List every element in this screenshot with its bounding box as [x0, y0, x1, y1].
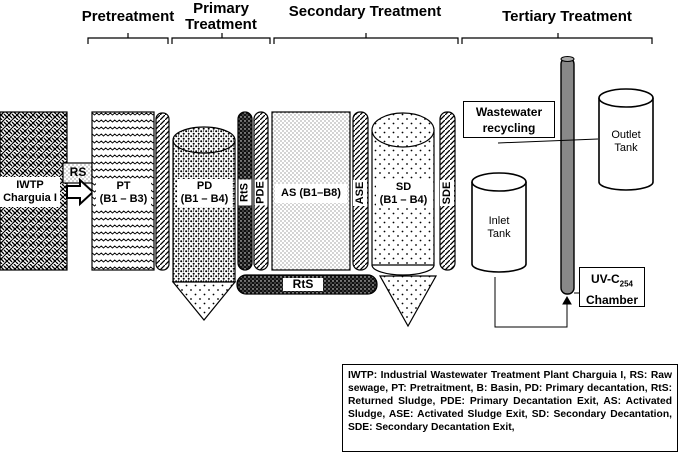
outlet-tank-label-line2: Tank	[614, 142, 638, 154]
stage-title-pretreatment: Pretreatment	[81, 8, 175, 25]
pt-label: PT (B1 – B3)	[96, 179, 151, 207]
outlet-tank-label-line1: Outlet	[611, 129, 641, 141]
outlet-tank	[598, 98, 654, 191]
rs-arrow	[66, 177, 95, 207]
inlet-tank-label-line2: Tank	[487, 228, 511, 240]
sd-cylinder-top	[371, 112, 435, 148]
uv-arrow-head	[562, 295, 572, 305]
rts-small-label: RtS	[238, 179, 252, 206]
inlet-tank-label-line1: Inlet	[488, 215, 510, 227]
pt-label-line1: PT	[116, 180, 131, 192]
pd-cylinder	[172, 140, 236, 283]
stage-title-primary-line2: Treatment	[185, 16, 257, 33]
sd-label-line2: (B1 – B4)	[379, 194, 428, 206]
inlet-tank-top	[471, 172, 527, 192]
inlet-tank	[471, 182, 527, 273]
wastewater-recycling-line1: Wastewater	[475, 105, 543, 119]
outlet-tank-top	[598, 88, 654, 108]
ase-label: ASE	[353, 180, 367, 206]
pd-cone	[171, 281, 237, 321]
uv-chamber-box: UV-C254 Chamber	[579, 267, 645, 307]
iwtp-label: IWTP Charguia I	[0, 177, 60, 207]
uv-chamber-line1: UV-C254	[580, 271, 644, 292]
sd-cone	[378, 275, 438, 328]
sd-label: SD (B1 – B4)	[376, 180, 431, 208]
rts-bottom-label: RtS	[283, 278, 323, 291]
wastewater-recycling-box: Wastewater recycling	[463, 101, 555, 138]
uv-column	[560, 57, 575, 295]
pt-exit-column	[155, 112, 170, 271]
pt-label-line2: (B1 – B3)	[99, 193, 148, 205]
bracket-primary	[171, 33, 271, 44]
stage-brackets	[87, 33, 653, 44]
bracket-pretreatment	[87, 33, 169, 44]
sd-cylinder-bottom	[371, 264, 435, 276]
pd-cylinder-top	[172, 126, 236, 154]
stage-title-primary-line1: Primary	[193, 0, 249, 17]
iwtp-label-line1: IWTP	[16, 179, 44, 191]
outlet-tank-label: Outlet Tank	[603, 129, 649, 155]
stage-title-tertiary: Tertiary Treatment	[502, 8, 632, 25]
sd-label-line1: SD	[395, 181, 412, 193]
pd-label-line1: PD	[196, 180, 213, 192]
as-label: AS (B1–B8)	[275, 184, 347, 203]
uv-prefix: UV-C	[590, 272, 620, 286]
bracket-tertiary	[461, 33, 653, 44]
pd-label: PD (B1 – B4)	[177, 179, 232, 207]
inlet-to-uv-pipe	[494, 277, 568, 328]
sde-label: SDE	[440, 180, 454, 206]
uv-chamber-line2: Chamber	[585, 293, 638, 308]
pd-label-line2: (B1 – B4)	[180, 193, 229, 205]
iwtp-label-line2: Charguia I	[3, 192, 57, 204]
abbreviations-legend: IWTP: Industrial Wastewater Treatment Pl…	[342, 364, 678, 452]
pde-label: PDE	[254, 179, 268, 206]
uv-subscript: 254	[619, 279, 634, 289]
stage-title-secondary: Secondary Treatment	[288, 3, 442, 20]
recycling-line	[497, 138, 599, 144]
connection-lines	[494, 138, 599, 328]
wastewater-recycling-line2: recycling	[482, 121, 536, 135]
bracket-secondary	[273, 33, 459, 44]
rs-label: RS	[69, 165, 87, 179]
inlet-tank-label: Inlet Tank	[477, 215, 521, 241]
